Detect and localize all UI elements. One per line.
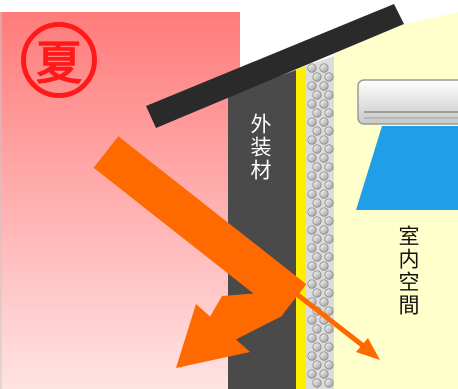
insulation-bead (324, 288, 334, 298)
roof (146, 4, 404, 128)
insulation-bead (312, 252, 322, 262)
insulation-bead (307, 243, 317, 253)
insulation-bead (307, 81, 317, 91)
insulation-bead (324, 234, 334, 244)
insulation-bead (324, 72, 334, 82)
insulation-bead (319, 189, 329, 199)
insulation-bead (312, 288, 322, 298)
insulation-bead (319, 135, 329, 145)
insulation-bead (312, 90, 322, 100)
insulation-bead (307, 351, 317, 361)
insulation-bead (307, 279, 317, 289)
insulation-bead (324, 252, 334, 262)
insulation-bead (324, 126, 334, 136)
season-label: 夏 (36, 36, 82, 90)
insulation-bead (324, 342, 334, 352)
insulation-bead (312, 360, 322, 370)
insulation-bead (319, 63, 329, 73)
insulation-bead (324, 216, 334, 226)
wall-material-label: 外装材 (248, 113, 272, 182)
insulation-bead (324, 90, 334, 100)
insulation-bead (324, 360, 334, 370)
insulation-bead (307, 261, 317, 271)
insulation-bead (307, 225, 317, 235)
sun-ray-arrow (93, 136, 307, 368)
yellow-layer (296, 66, 306, 389)
insulation-bead (312, 270, 322, 280)
insulation-bead (324, 144, 334, 154)
insulation-bead (324, 180, 334, 190)
insulation-bead (307, 63, 317, 73)
insulation-bead (319, 171, 329, 181)
insulation-bead (324, 108, 334, 118)
insulation-bead (312, 180, 322, 190)
insulation-bead (312, 144, 322, 154)
insulation-bead (307, 369, 317, 379)
insulation-bead (307, 333, 317, 343)
insulation-bead (312, 72, 322, 82)
insulation-beads (307, 63, 334, 388)
insulation-bead (324, 162, 334, 172)
insulation-bead (307, 207, 317, 217)
insulation-bead (312, 108, 322, 118)
insulation-bead (312, 342, 322, 352)
insulation-bead (307, 135, 317, 145)
insulation-bead (319, 207, 329, 217)
insulation-bead (312, 216, 322, 226)
cool-air-flow (356, 126, 458, 210)
insulation-bead (324, 324, 334, 334)
insulation-bead (319, 261, 329, 271)
air-conditioner-icon (357, 79, 458, 125)
insulation-bead (319, 243, 329, 253)
insulation-bead (319, 99, 329, 109)
insulation-bead (319, 333, 329, 343)
insulation-bead (307, 315, 317, 325)
insulation-bead (312, 162, 322, 172)
insulation-bead (319, 225, 329, 235)
insulation-bead (319, 153, 329, 163)
insulation-bead (312, 324, 322, 334)
insulation-bead (319, 369, 329, 379)
indoor-space-label: 室内空間 (396, 225, 420, 317)
summer-mark: 夏 (21, 22, 97, 98)
insulation-bead (312, 198, 322, 208)
insulation-bead (307, 189, 317, 199)
insulation-bead (312, 378, 322, 388)
insulation-bead (324, 378, 334, 388)
insulation-bead (324, 198, 334, 208)
transmitted-heat-arrow (292, 290, 380, 360)
insulation-bead (319, 279, 329, 289)
insulation-bead (312, 234, 322, 244)
insulation-bead (319, 297, 329, 307)
insulation-bead (319, 81, 329, 91)
insulation-bead (319, 117, 329, 127)
insulation-bead (324, 306, 334, 316)
insulation-bead (312, 126, 322, 136)
insulation-bead (307, 153, 317, 163)
insulation-bead (307, 171, 317, 181)
insulation-bead (319, 351, 329, 361)
insulation-bead (307, 99, 317, 109)
insulation-bead (307, 117, 317, 127)
insulation-bead (324, 270, 334, 280)
